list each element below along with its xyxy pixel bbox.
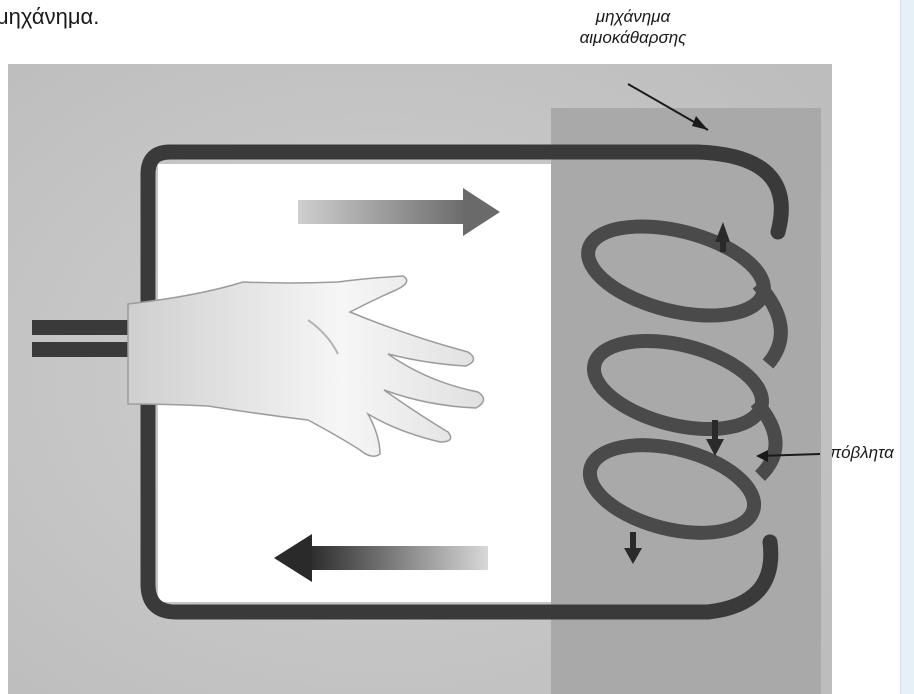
waste-arrow-down-1-stem [712, 420, 718, 440]
flow-arrow-right-shaft [298, 200, 468, 224]
dialysis-diagram [8, 64, 832, 694]
intro-text-fragment: μηχάνημα. [0, 4, 99, 30]
machine-label-line1: μηχάνημα [548, 6, 718, 27]
right-scroll-panel [900, 0, 914, 694]
waste-arrow-down-2-stem [630, 532, 636, 550]
flow-arrow-left-shaft [308, 546, 488, 570]
waste-arrow-up-stem [720, 238, 726, 252]
machine-label: μηχάνημα αιμοκάθαρσης [548, 6, 718, 48]
machine-label-line2: αιμοκάθαρσης [548, 27, 718, 48]
dialysis-diagram-svg [8, 64, 832, 694]
